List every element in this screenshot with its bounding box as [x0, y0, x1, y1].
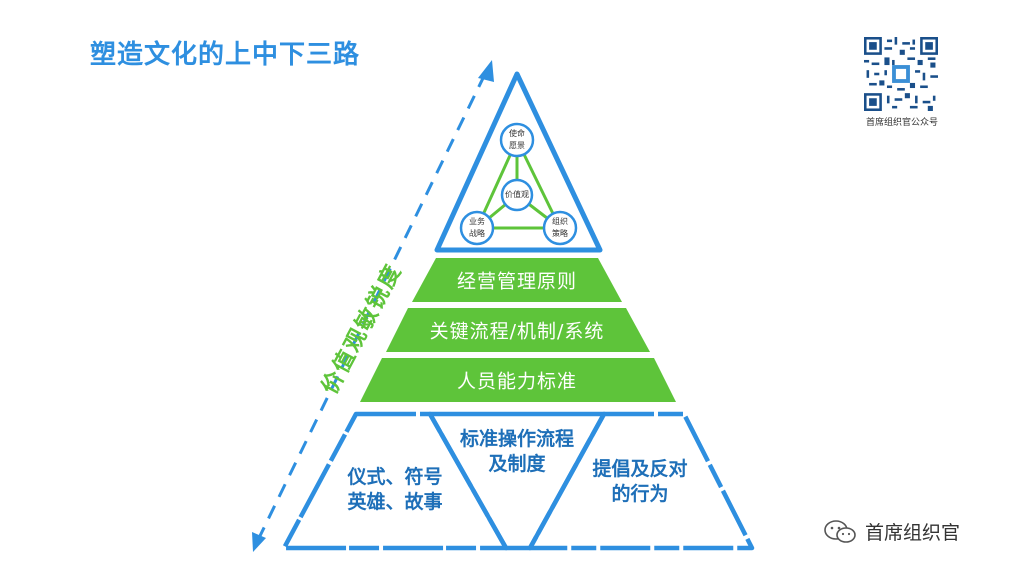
brand-watermark: 首席组织官	[823, 518, 960, 545]
band-3	[360, 358, 676, 402]
band-2	[386, 308, 650, 352]
node-org-label: 组织策略	[552, 217, 568, 238]
node-values-label: 价值观	[505, 190, 529, 199]
network-nodes	[459, 122, 578, 246]
node-values	[500, 178, 534, 212]
qr-code[interactable]	[864, 37, 938, 111]
bottom-middle-label: 标准操作流程及制度	[459, 428, 575, 475]
bottom-left-label: 仪式、符号英雄、故事	[347, 466, 443, 513]
node-mission-label: 使命愿景	[509, 129, 525, 150]
wechat-icon	[824, 519, 856, 543]
node-mission	[499, 122, 535, 158]
node-business	[459, 210, 495, 246]
band-1	[412, 258, 622, 302]
node-business-label: 业务战略	[469, 217, 485, 238]
band-label-2: 关键流程/机制/系统	[429, 320, 605, 343]
bottom-section	[281, 411, 755, 551]
band-label-1: 经营管理原则	[456, 270, 578, 293]
sensitivity-arrow	[252, 60, 494, 552]
bottom-right-label: 提倡及反对的行为	[592, 458, 688, 505]
brand-name: 首席组织官	[865, 522, 961, 544]
node-org	[542, 210, 578, 246]
green-bands	[360, 258, 676, 402]
qr-caption: 首席组织官公众号	[865, 118, 938, 128]
band-label-3: 人员能力标准	[456, 370, 578, 393]
bottom-right-box	[527, 411, 755, 551]
page-title: 塑造文化的上中下三路	[90, 40, 361, 70]
